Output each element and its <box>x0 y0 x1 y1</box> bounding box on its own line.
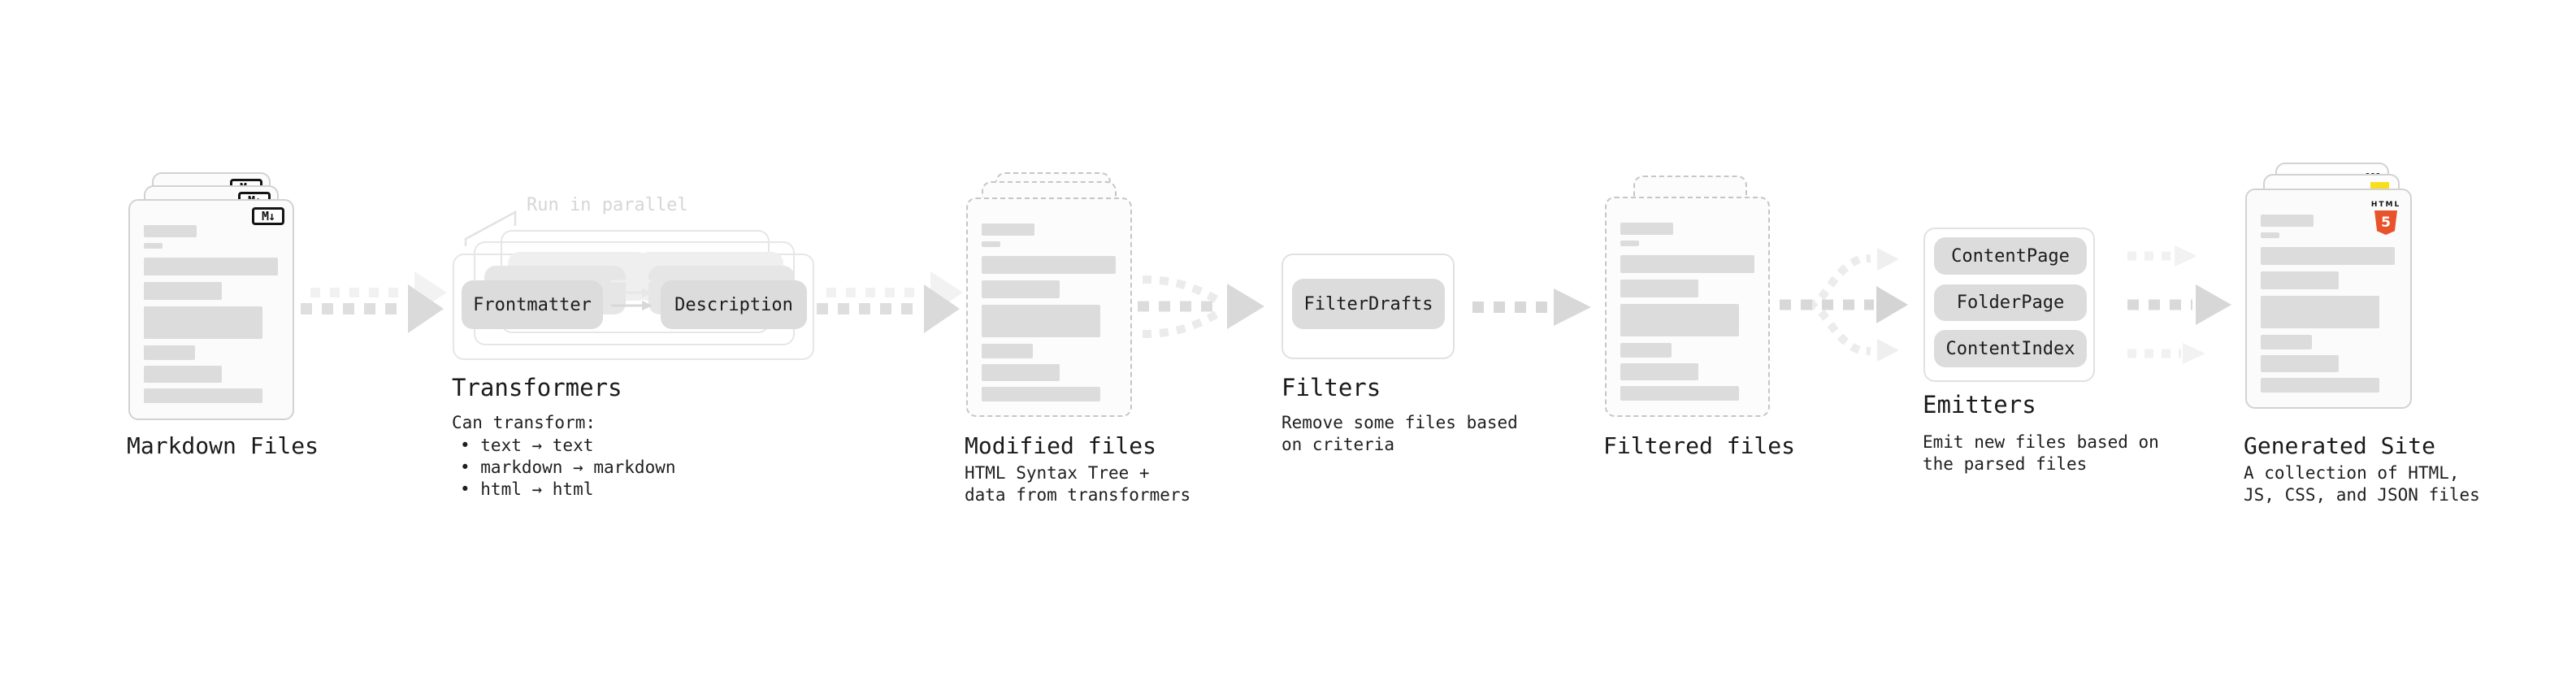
frontmatter-pill: Frontmatter <box>462 280 603 329</box>
doc-line <box>1620 241 1639 246</box>
doc-line <box>1620 223 1673 235</box>
modified-file-card-front <box>966 197 1132 417</box>
js-badge <box>2370 182 2389 191</box>
doc-line <box>2261 378 2379 393</box>
doc-line <box>144 345 195 360</box>
doc-line <box>982 364 1060 381</box>
emitters-sub2: the parsed files <box>1923 454 2088 474</box>
doc-line <box>1620 304 1739 336</box>
emitters-label: Emitters <box>1923 391 2036 419</box>
modified-files-sub1: HTML Syntax Tree + <box>965 463 1150 483</box>
markdown-file-card-front: M↓ <box>128 199 294 420</box>
parallel-arrows-icon <box>611 276 653 310</box>
transform-bullet: • html → html <box>460 479 594 499</box>
doc-line <box>144 282 222 300</box>
doc-line <box>982 256 1116 274</box>
doc-line <box>144 366 222 383</box>
annotation-leader-line <box>464 210 517 246</box>
filtered-file-card-front <box>1605 197 1770 417</box>
arrow-transformers-to-modified <box>817 271 963 333</box>
markdown-files-label: Markdown Files <box>127 432 319 459</box>
emitters-sub1: Emit new files based on <box>1923 432 2159 452</box>
doc-line <box>2261 271 2339 289</box>
arrow-markdown-to-transformers <box>301 271 447 333</box>
transformers-label: Transformers <box>452 374 622 401</box>
doc-line <box>982 223 1034 236</box>
doc-line <box>1620 255 1754 273</box>
transform-bullet: • markdown → markdown <box>460 458 676 477</box>
arrow-filtered-to-emitters <box>1780 248 1908 362</box>
doc-line <box>144 388 262 403</box>
doc-line <box>982 344 1033 358</box>
doc-line <box>1620 280 1698 297</box>
generated-site-sub2: JS, CSS, and JSON files <box>2244 485 2480 505</box>
doc-line <box>2261 355 2339 372</box>
modified-files-label: Modified files <box>965 432 1157 459</box>
folderpage-pill: FolderPage <box>1934 284 2087 321</box>
arrow-emitters-to-site <box>2127 245 2231 364</box>
doc-line <box>2261 335 2312 349</box>
doc-line <box>144 306 262 339</box>
arrow-modified-to-filters <box>1138 275 1264 338</box>
doc-line <box>144 258 278 275</box>
filters-sub1: Remove some files based <box>1281 413 1518 432</box>
html5-icon-shield: 5 <box>2374 210 2397 235</box>
can-transform-title: Can transform: <box>452 413 596 432</box>
contentindex-pill: ContentIndex <box>1934 330 2087 367</box>
doc-line <box>982 241 1000 247</box>
doc-line <box>144 225 197 237</box>
doc-line <box>1620 363 1698 380</box>
html5-icon: HTML 5 <box>2367 194 2405 235</box>
filters-sub2: on criteria <box>1281 435 1395 454</box>
doc-line <box>982 280 1060 298</box>
doc-line <box>2261 215 2314 227</box>
modified-files-sub2: data from transformers <box>965 485 1191 505</box>
doc-line <box>2261 247 2395 265</box>
filterdrafts-pill: FilterDrafts <box>1292 279 1445 329</box>
doc-line <box>2261 296 2379 328</box>
doc-line <box>144 243 163 249</box>
doc-line <box>982 305 1100 337</box>
html5-icon-word: HTML <box>2370 201 2401 209</box>
doc-line <box>1620 343 1672 358</box>
description-pill: Description <box>661 280 807 329</box>
doc-line <box>1620 386 1739 401</box>
doc-line <box>2261 232 2279 238</box>
filters-label: Filters <box>1281 374 1381 401</box>
arrow-filters-to-filtered <box>1472 288 1591 326</box>
doc-line <box>982 387 1100 401</box>
contentpage-pill: ContentPage <box>1934 237 2087 275</box>
markdown-icon: M↓ <box>252 207 284 225</box>
site-card-html: HTML 5 <box>2245 189 2412 409</box>
generated-site-sub1: A collection of HTML, <box>2244 463 2460 483</box>
filtered-files-label: Filtered files <box>1603 432 1796 459</box>
run-in-parallel-annotation: Run in parallel <box>527 195 688 215</box>
generated-site-label: Generated Site <box>2244 432 2436 459</box>
transform-bullet: • text → text <box>460 436 594 455</box>
